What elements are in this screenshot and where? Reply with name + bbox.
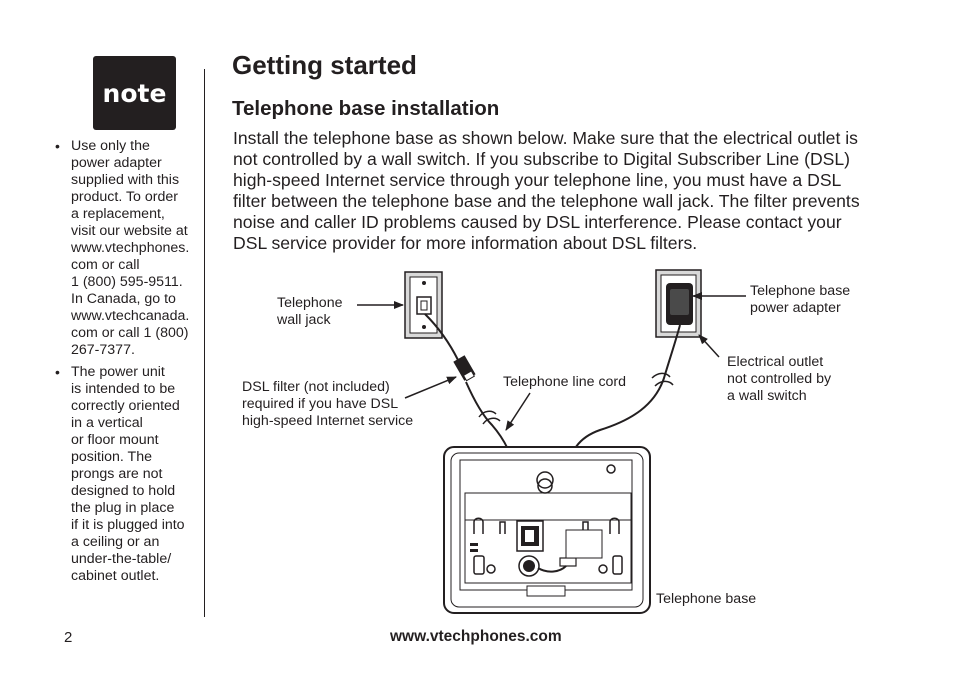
jack-cord [424,313,459,361]
note-line: cabinet outlet. [71,568,160,584]
section-title: Telephone base installation [232,97,500,120]
telephone-base-icon [443,446,651,614]
intro-line: filter between the telephone base and th… [233,191,860,211]
note-line: prongs are not [71,466,163,482]
note-item: • The power unit is intended to be corre… [52,364,202,585]
note-line: com or call [71,257,140,273]
note-line: designed to hold [71,483,176,499]
note-line: The power unit [71,364,165,380]
note-line: www.vtechphones. [71,240,190,256]
note-line: supplied with this [71,172,180,188]
note-line: 267-7377. [71,342,135,358]
note-line: Use only the [71,138,150,154]
dsl-filter-arrow [404,376,457,399]
note-line: com or call 1 (800) [71,325,189,341]
intro-line: Install the telephone base as shown belo… [233,128,858,148]
cord-break-mark [651,372,674,387]
intro-line: not controlled by a wall switch. If you … [233,149,851,169]
page-title: Getting started [232,50,417,80]
sidebar-notes: • Use only the power adapter supplied wi… [52,138,202,590]
note-line: a replacement, [71,206,165,222]
dsl-filter-label: DSL filter (not included) required if yo… [242,379,414,429]
note-line: is intended to be [71,381,176,397]
telephone-base-label: Telephone base [656,591,757,607]
note-line: under-the-table/ [71,551,172,567]
wall-jack-label: Telephone wall jack [277,295,343,328]
outlet-label: Electrical outlet not controlled by a wa… [727,354,832,404]
note-line: visit our website at [71,223,188,239]
electrical-outlet-icon [655,269,702,338]
outlet-arrow [698,334,720,358]
intro-line: noise and caller ID problems caused by D… [233,212,842,232]
note-line: www.vtechcanada. [71,308,190,324]
note-line: the plug in place [71,500,175,516]
note-line: correctly oriented [71,398,180,414]
bullet-icon: • [55,138,60,154]
intro-paragraph: Install the telephone base as shown belo… [233,128,903,254]
note-line: product. To order [71,189,178,205]
page-number: 2 [64,629,73,646]
note-line: a ceiling or an [71,534,160,550]
note-line: if it is plugged into [71,517,185,533]
note-line: in a vertical [71,415,143,431]
power-plug-cord [537,565,567,573]
note-badge: note [93,56,176,130]
wall-jack-icon [404,271,443,339]
bullet-icon: • [55,364,60,380]
note-line: position. The [71,449,152,465]
footer-url: www.vtechphones.com [390,628,562,645]
note-line: power adapter [71,155,162,171]
note-item: • Use only the power adapter supplied wi… [52,138,202,359]
note-line: In Canada, go to [71,291,176,307]
line-cord-label: Telephone line cord [503,374,627,390]
intro-line: DSL service provider for more informatio… [233,233,698,253]
column-divider [204,69,205,617]
note-line: or floor mount [71,432,159,448]
power-adapter-label: Telephone base power adapter [750,283,851,316]
cord-break-mark [478,410,501,425]
note-line: 1 (800) 595-9511. [71,274,183,290]
intro-line: high-speed Internet service through your… [233,170,842,190]
line-cord-arrow [505,392,531,431]
dsl-filter-icon [453,355,476,382]
